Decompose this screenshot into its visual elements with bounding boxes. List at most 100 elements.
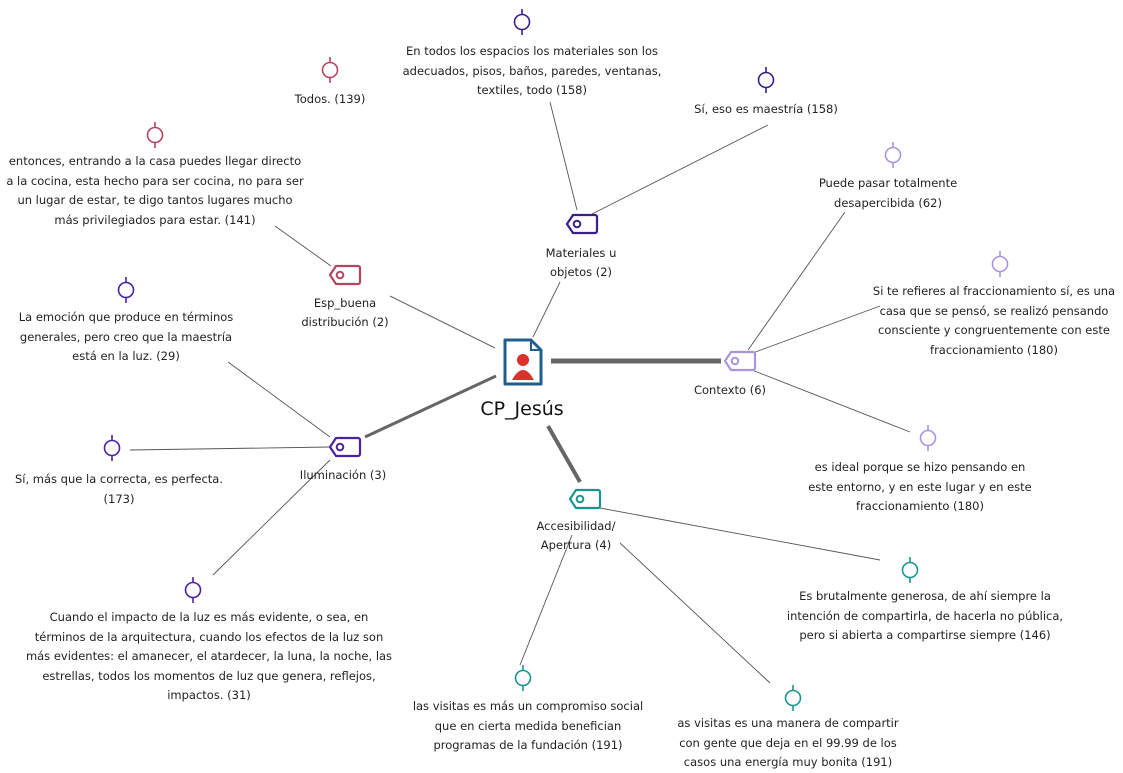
quotation-line: desapercibida (62)	[834, 195, 942, 210]
quotation-line: Todos. (139)	[294, 92, 366, 106]
quotation-line: está en la luz. (29)	[72, 349, 180, 363]
quotation-line: con gente que deja en el 99.99 de los	[679, 735, 897, 750]
code-label-mat[interactable]: Materiales u objetos (2)	[521, 244, 641, 282]
edge-ctx-q180a	[749, 305, 881, 355]
edges-layer	[129, 101, 911, 684]
code-tag-icon-ctx[interactable]	[723, 350, 757, 372]
edge-ctx-q62	[747, 211, 846, 351]
quotation-line: Sí, eso es maestría (158)	[694, 102, 838, 116]
quotation-label-q180b[interactable]: es ideal porque se hizo pensando en este…	[790, 458, 1050, 517]
quotation-node-icon[interactable]	[901, 557, 919, 583]
quotation-line: a la cocina, esta hecho para ser cocina,…	[6, 173, 304, 188]
quotation-node-icon[interactable]	[884, 142, 902, 168]
quotation-line: fraccionamiento (180)	[856, 499, 984, 513]
quotation-node-icon[interactable]	[146, 122, 164, 148]
quotation-line: En todos los espacios los materiales son…	[405, 44, 659, 58]
nodes-layer	[103, 9, 1009, 711]
quotation-line: las visitas es más un compromiso social	[412, 699, 644, 713]
quotation-node-icon[interactable]	[184, 577, 202, 603]
quotation-line: as visitas es una manera de compartir	[677, 716, 899, 730]
quotation-line: un lugar de estar, te digo tantos lugare…	[17, 193, 293, 207]
quotation-line: Sí, más que la correcta, es perfecta.	[14, 472, 224, 486]
code-label-line: Accesibilidad/	[536, 519, 616, 533]
quotation-node-icon[interactable]	[784, 685, 802, 711]
quotation-line: intención de compartirla, de hacerla no …	[786, 608, 1064, 623]
code-tag-icon-esp[interactable]	[328, 264, 362, 286]
quotation-label-q191b[interactable]: as visitas es una manera de compartir co…	[653, 714, 923, 773]
code-label-line: Contexto (6)	[693, 383, 767, 397]
quotation-label-q158a[interactable]: En todos los espacios los materiales son…	[382, 42, 682, 101]
quotation-line: programas de la fundación (191)	[433, 738, 623, 752]
code-label-line: Materiales u	[545, 246, 617, 260]
quotation-node-icon[interactable]	[757, 67, 775, 93]
code-label-ctx[interactable]: Contexto (6)	[680, 381, 780, 400]
edge-mat-q158a	[549, 101, 578, 211]
quotation-label-q31[interactable]: Cuando el impacto de la luz es más evide…	[14, 608, 404, 706]
quotation-line: Cuando el impacto de la luz es más evide…	[49, 610, 369, 624]
quotation-label-q62[interactable]: Puede pasar totalmente desapercibida (62…	[803, 174, 973, 213]
quotation-line: consciente y congruentemente con este	[878, 323, 1110, 337]
quotation-node-icon[interactable]	[919, 425, 937, 451]
edge-acc-q191b	[619, 542, 771, 684]
quotation-line: La emoción que produce en términos	[18, 310, 234, 324]
code-label-acc[interactable]: Accesibilidad/ Apertura (4)	[516, 517, 636, 555]
quotation-line: más evidentes: el amanecer, el atardecer…	[25, 649, 393, 663]
code-label-line: objetos (2)	[549, 265, 613, 279]
document-icon[interactable]	[503, 338, 543, 386]
quotation-node-icon[interactable]	[321, 57, 339, 83]
quotation-label-q146[interactable]: Es brutalmente generosa, de ahí siempre …	[765, 587, 1085, 646]
quotation-node-icon[interactable]	[991, 251, 1009, 277]
quotation-label-q139[interactable]: Todos. (139)	[260, 90, 400, 110]
quotation-line: adecuados, pisos, baños, paredes, ventan…	[402, 63, 662, 78]
quotation-line: este entorno, y en este lugar y en este	[808, 479, 1032, 494]
edge-center-esp	[389, 295, 496, 349]
quotation-label-q191a[interactable]: las visitas es más un compromiso social …	[390, 697, 666, 756]
quotation-line: entonces, entrando a la casa puedes lleg…	[8, 154, 302, 168]
quotation-label-q180a[interactable]: Si te refieres al fraccionamiento sí, es…	[854, 282, 1123, 360]
quotation-node-icon[interactable]	[117, 277, 135, 303]
code-label-ilu[interactable]: Iluminación (3)	[283, 466, 403, 485]
quotation-node-icon[interactable]	[103, 435, 121, 461]
edge-ilu-q29	[227, 361, 331, 438]
code-tag-icon-acc[interactable]	[568, 488, 602, 510]
code-label-line: Apertura (4)	[540, 538, 612, 552]
quotation-line: (173)	[103, 491, 135, 506]
quotation-node-icon[interactable]	[514, 665, 532, 691]
quotation-line: casa que se pensó, se realizó pensando	[879, 303, 1109, 318]
code-label-esp[interactable]: Esp_buena distribución (2)	[275, 294, 415, 332]
code-label-line: distribución (2)	[301, 315, 389, 329]
quotation-line: fraccionamiento (180)	[930, 342, 1058, 357]
quotation-node-icon[interactable]	[513, 9, 531, 35]
quotation-label-q141[interactable]: entonces, entrando a la casa puedes lleg…	[0, 152, 310, 230]
edge-mat-q158b	[591, 124, 769, 215]
quotation-line: pero si abierta a compartirse siempre (1…	[799, 628, 1051, 642]
quotation-line: generales, pero creo que la maestría	[19, 329, 233, 344]
edge-center-ilu	[364, 374, 497, 439]
quotation-line: que en cierta medida benefician	[434, 718, 622, 733]
quotation-line: más privilegiados para estar. (141)	[54, 212, 256, 227]
quotation-line: términos de la arquitectura, cuando los …	[34, 629, 384, 644]
edge-ilu-q31	[212, 459, 331, 576]
quotation-line: Si te refieres al fraccionamiento sí, es…	[872, 284, 1116, 298]
center-node-label[interactable]: CP_Jesús	[480, 398, 564, 420]
quotation-label-q173[interactable]: Sí, más que la correcta, es perfecta. (1…	[0, 470, 238, 509]
quotation-line: impactos. (31)	[167, 688, 251, 702]
edge-acc-q191a	[519, 534, 573, 666]
edge-ctx-q180b	[751, 369, 911, 433]
quotation-line: Es brutalmente generosa, de ahí siempre …	[799, 589, 1051, 603]
quotation-line: Puede pasar totalmente	[818, 176, 958, 190]
code-label-line: Esp_buena	[313, 296, 377, 310]
quotation-line: estrellas, todos los momentos de luz que…	[42, 668, 376, 683]
edge-ilu-q173	[129, 446, 331, 451]
quotation-line: es ideal porque se hizo pensando en	[814, 460, 1026, 474]
edge-center-acc	[546, 425, 582, 483]
quotation-line: casos una energía muy bonita (191)	[683, 755, 893, 769]
quotation-label-q158b[interactable]: Sí, eso es maestría (158)	[676, 100, 856, 120]
code-tag-icon-mat[interactable]	[565, 213, 599, 235]
edge-acc-q146	[599, 507, 881, 561]
edge-center-mat	[532, 281, 561, 338]
quotation-label-q29[interactable]: La emoción que produce en términos gener…	[0, 308, 252, 367]
edge-esp-q141	[274, 225, 332, 267]
code-tag-icon-ilu[interactable]	[328, 436, 362, 458]
